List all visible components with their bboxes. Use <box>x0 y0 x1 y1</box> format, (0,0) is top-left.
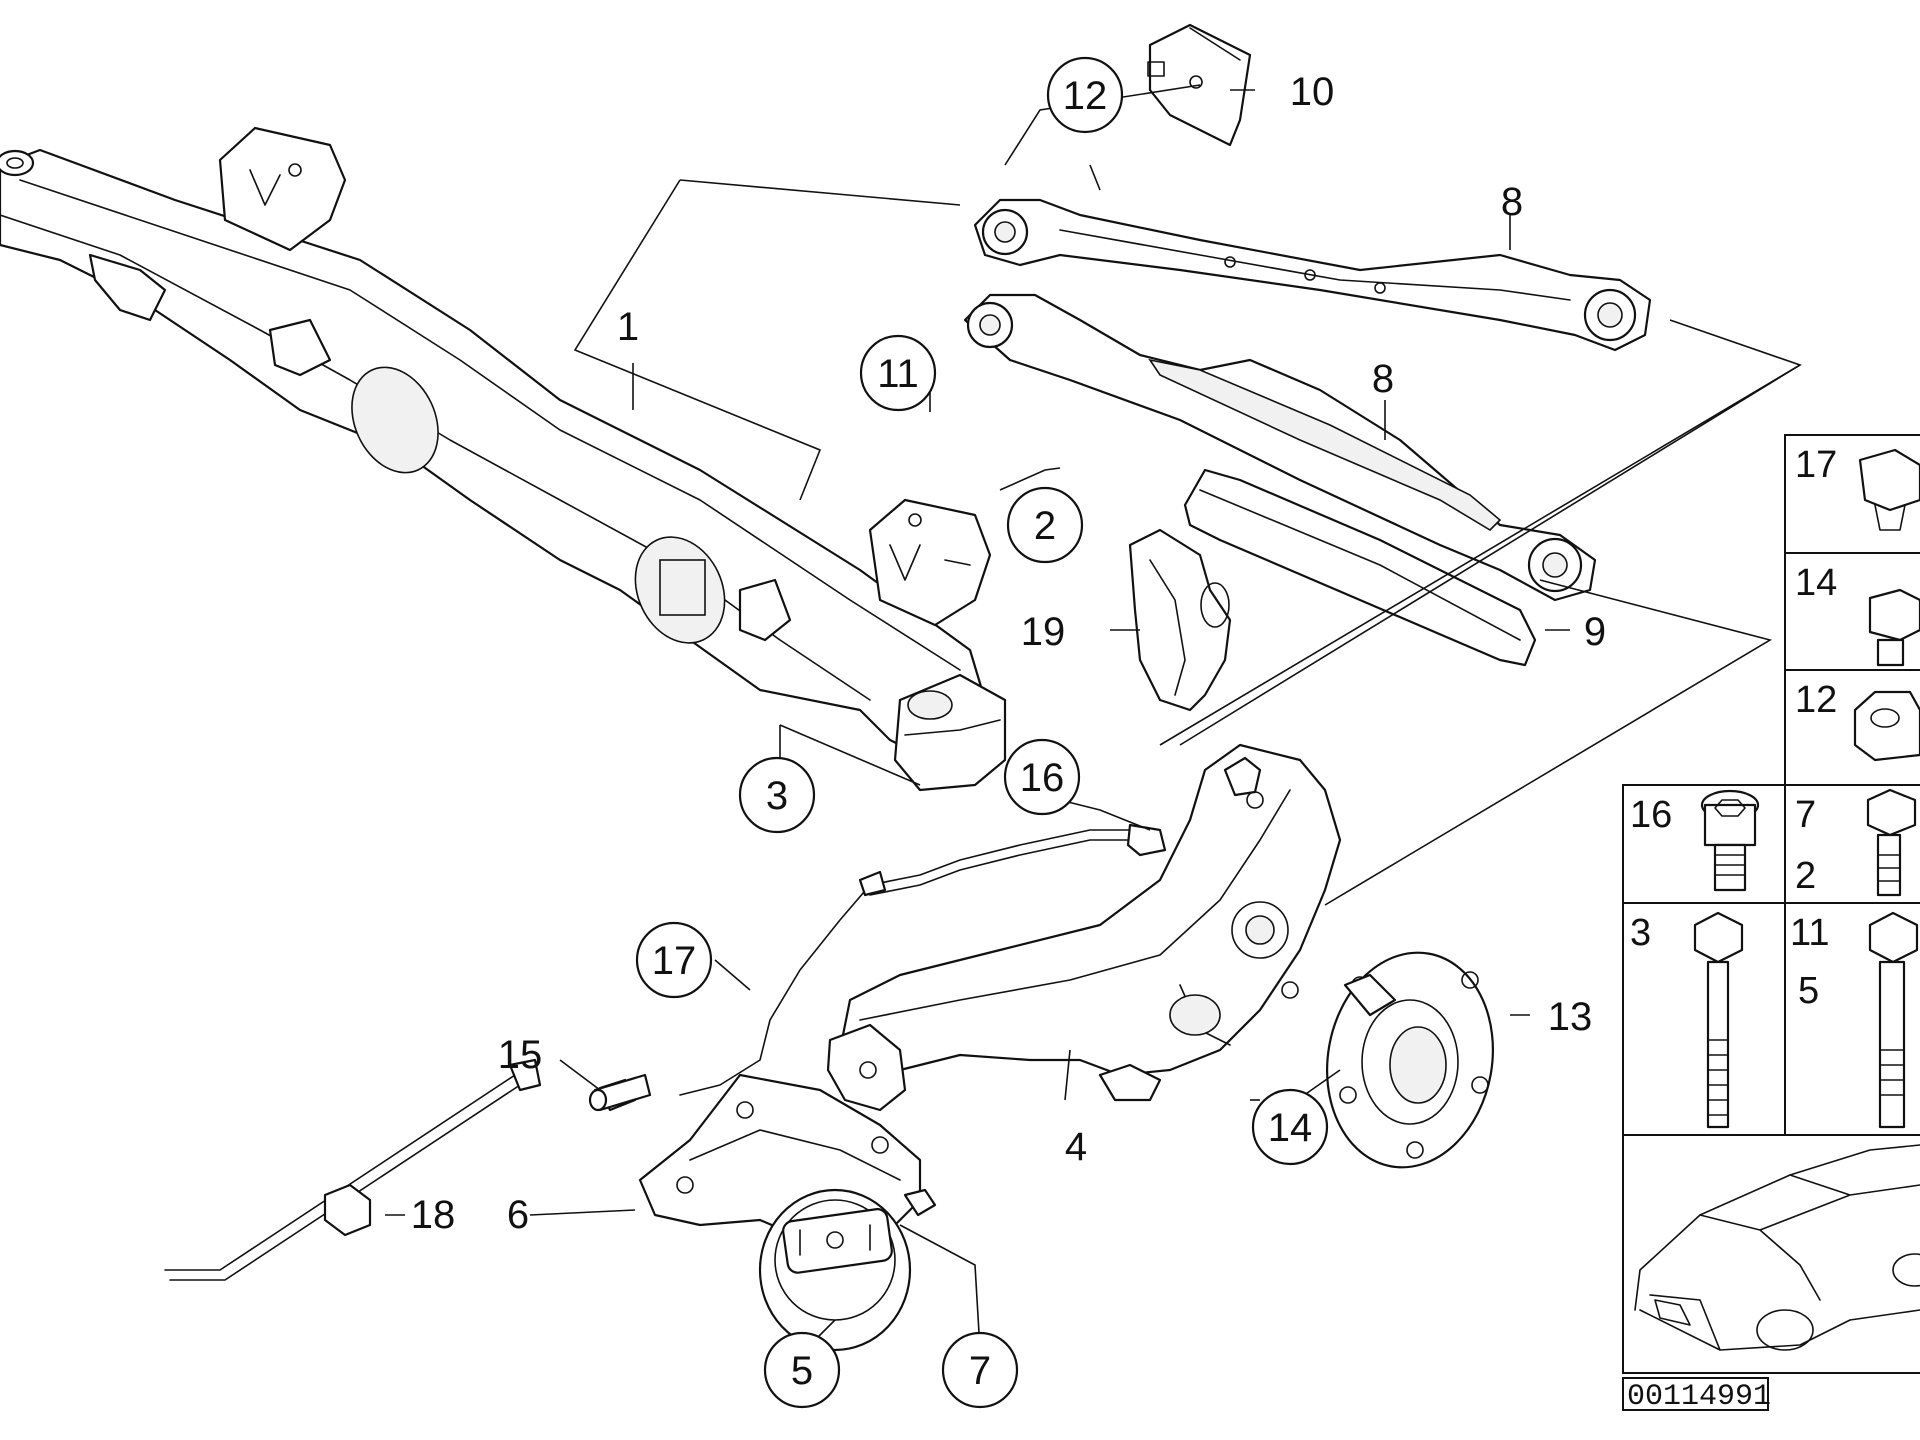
trailing-arm <box>826 743 1342 1112</box>
wheel-hub <box>1325 951 1495 1169</box>
table-label-12: 12 <box>1795 679 1837 721</box>
label-9: 9 <box>1584 610 1606 654</box>
label-6: 6 <box>507 1193 529 1237</box>
callout-12: 12 <box>1046 56 1124 134</box>
callout-5: 5 <box>763 1331 841 1409</box>
rear-axle-carrier <box>0 126 1007 792</box>
table-cell-vehicle <box>1622 1134 1920 1374</box>
cable-tie <box>164 1058 542 1281</box>
long-bolt-drawing-11 <box>1868 911 1919 1129</box>
svg-text:17: 17 <box>652 939 697 983</box>
hex-nut-drawing-12 <box>1853 690 1920 762</box>
label-13: 13 <box>1548 995 1593 1039</box>
sensor-pin <box>588 1073 652 1112</box>
callout-11: 11 <box>859 334 937 412</box>
mounting-bracket <box>868 498 992 627</box>
table-label-5: 5 <box>1798 970 1819 1012</box>
table-label-11: 11 <box>1790 912 1829 954</box>
lower-control-arm <box>963 293 1597 602</box>
socket-bolt-drawing-16 <box>1700 789 1760 892</box>
table-label-16: 16 <box>1630 794 1672 836</box>
protective-sleeve <box>1183 468 1537 667</box>
upper-control-arm <box>973 198 1652 352</box>
svg-text:3: 3 <box>766 774 788 818</box>
vehicle-silhouette-icon <box>1634 1144 1920 1351</box>
svg-text:5: 5 <box>791 1349 813 1393</box>
diagram-reference-number: 00114991 <box>1622 1377 1771 1414</box>
label-1: 1 <box>617 305 639 349</box>
heat-shield <box>1128 528 1232 712</box>
table-label-17: 17 <box>1795 444 1837 486</box>
label-18: 18 <box>411 1193 456 1237</box>
svg-text:16: 16 <box>1020 756 1065 800</box>
callout-2: 2 <box>1006 486 1084 564</box>
svg-text:12: 12 <box>1063 74 1108 118</box>
table-label-2: 2 <box>1795 855 1816 897</box>
callout-16: 16 <box>1003 738 1081 816</box>
callout-7: 7 <box>941 1331 1019 1409</box>
callout-14: 14 <box>1251 1088 1329 1166</box>
hardware-parts-table: 17 14 12 16 7 2 3 11 5 <box>1622 434 1920 1374</box>
clip-nut-drawing <box>1858 448 1920 531</box>
svg-text:14: 14 <box>1268 1106 1313 1150</box>
leader-lines <box>385 84 1802 1351</box>
svg-text:2: 2 <box>1034 504 1056 548</box>
long-bolt-drawing-3 <box>1693 911 1744 1129</box>
label-8-upper: 8 <box>1501 180 1523 224</box>
callout-3: 3 <box>738 756 816 834</box>
callout-17: 17 <box>635 921 713 999</box>
table-label-3: 3 <box>1630 912 1651 954</box>
label-4: 4 <box>1065 1125 1087 1169</box>
svg-text:7: 7 <box>969 1349 991 1393</box>
table-label-7: 7 <box>1795 794 1816 836</box>
label-8-lower: 8 <box>1372 357 1394 401</box>
table-label-14: 14 <box>1795 562 1837 604</box>
hex-bolt-drawing-7 <box>1866 788 1917 897</box>
rubber-mount-assembly <box>638 1073 937 1352</box>
label-10: 10 <box>1290 70 1335 114</box>
label-15: 15 <box>498 1033 543 1077</box>
svg-text:00114991: 00114991 <box>1627 1380 1771 1414</box>
svg-text:11: 11 <box>877 352 919 396</box>
hex-bolt-drawing-14 <box>1868 588 1920 667</box>
label-19: 19 <box>1021 610 1066 654</box>
